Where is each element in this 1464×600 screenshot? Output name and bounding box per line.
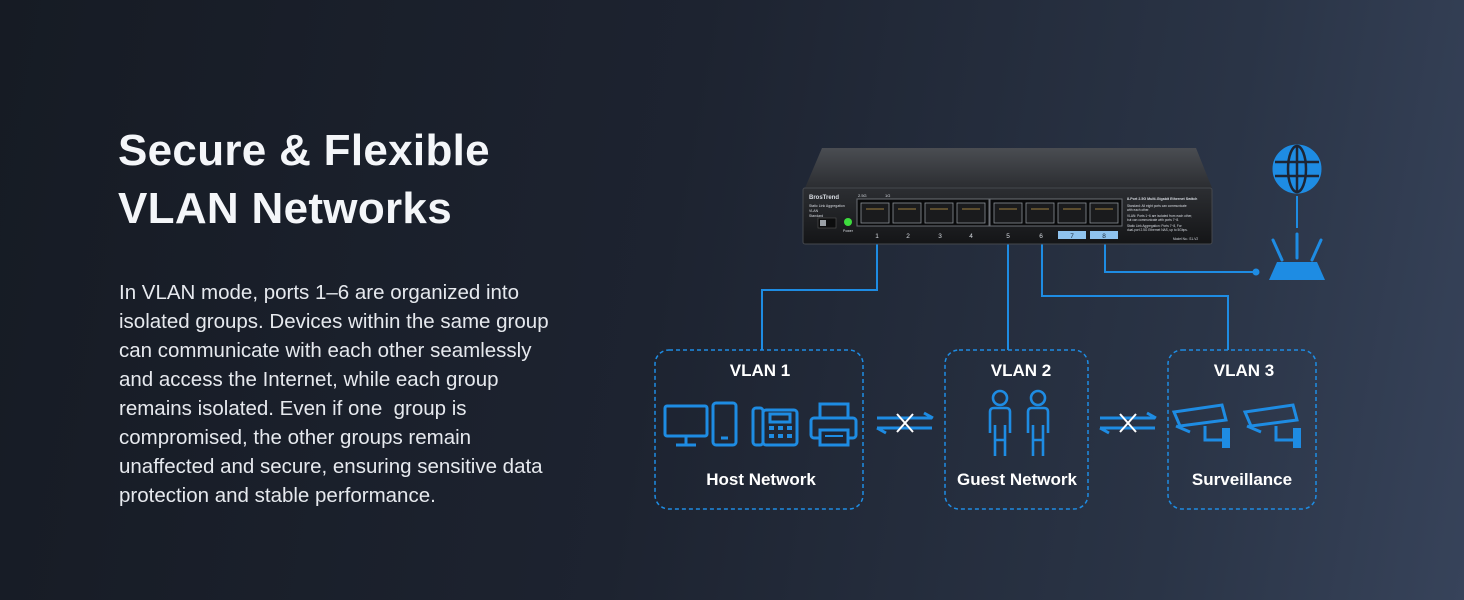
switch-mode-1: Static Link Aggregation — [809, 204, 845, 208]
speed-label-2: 1G — [885, 193, 890, 198]
port-8-highlight — [1090, 231, 1118, 239]
globe-icon — [1272, 144, 1322, 194]
port-number-8: 8 — [1102, 233, 1106, 240]
ethernet-port-1 — [860, 202, 890, 224]
switch-product-title: 8-Port 2.5G Multi-Gigabit Ethernet Switc… — [1127, 197, 1197, 201]
switch-info-5: Static Link Aggregation: Ports 7~8, For — [1127, 224, 1183, 228]
switch-info-2: with each other. — [1127, 208, 1150, 212]
vlan-1-name: Host Network — [706, 470, 816, 489]
router-connection-dot — [1252, 268, 1260, 276]
ethernet-port-5 — [993, 202, 1023, 224]
ethernet-port-7 — [1057, 202, 1087, 224]
port-number-7: 7 — [1070, 233, 1074, 240]
speed-label-1: 2.5G — [858, 193, 867, 198]
switch-brand: BrosTrend — [809, 195, 839, 201]
line-port1-vlan1 — [761, 244, 878, 350]
vlan-2-title: VLAN 2 — [991, 361, 1051, 380]
description-text: In VLAN mode, ports 1–6 are organized in… — [119, 281, 555, 507]
line-port8-router — [1104, 244, 1255, 273]
switch-info-3: VLAN: Ports 1~6 are isolated from each o… — [1127, 214, 1192, 218]
blocked-icon — [876, 411, 934, 435]
port-7-highlight — [1058, 231, 1086, 239]
tablet-icon — [711, 401, 738, 447]
camera-icon — [1242, 403, 1301, 448]
router-icon — [1269, 232, 1325, 280]
port-number-3: 3 — [938, 233, 942, 240]
switch-info-1: Standard: All eight ports can communicat… — [1127, 204, 1187, 208]
vlan-box-1: VLAN 1 Host Network — [654, 349, 864, 510]
heading-line-2: VLAN Networks — [118, 184, 452, 233]
switch-mode-2: VLAN — [809, 209, 819, 213]
power-label: Power — [843, 229, 854, 233]
port-group-right — [989, 198, 1123, 227]
phone-icon — [751, 406, 799, 447]
switch-top — [805, 148, 1212, 188]
vlan-box-2: VLAN 2 Guest Network — [944, 349, 1089, 510]
power-led — [844, 218, 852, 226]
line-port6-vlan3 — [1041, 244, 1229, 350]
port-number-6: 6 — [1039, 233, 1043, 240]
port-number-5: 5 — [1006, 233, 1010, 240]
port-number-1: 1 — [875, 233, 879, 240]
network-switch: BrosTrend Static Link Aggregation VLAN S… — [802, 148, 1213, 245]
switch-info-4: but can communicate with ports 7~8. — [1127, 218, 1179, 222]
page-heading: Secure & Flexible VLAN Networks — [118, 122, 490, 238]
vlan-box-3: VLAN 3 Surveillance — [1167, 349, 1317, 510]
camera-icon — [1171, 403, 1230, 448]
vlan-3-name: Surveillance — [1192, 470, 1292, 489]
printer-icon — [809, 402, 858, 447]
ethernet-port-3 — [924, 202, 954, 224]
ethernet-port-6 — [1025, 202, 1055, 224]
switch-info-6: dual-port 2.5G Ethernet NAS, up to 5Gbps… — [1127, 228, 1188, 232]
ethernet-port-4 — [956, 202, 986, 224]
vlan-3-title: VLAN 3 — [1214, 361, 1274, 380]
switch-model: Model No.: S1-V2 — [1173, 237, 1198, 241]
connection-lines — [761, 196, 1298, 350]
mode-switch-knob — [820, 220, 826, 226]
heading-line-1: Secure & Flexible — [118, 126, 490, 175]
ethernet-port-8 — [1089, 202, 1119, 224]
ethernet-port-2 — [892, 202, 922, 224]
vlan-1-title: VLAN 1 — [730, 361, 790, 380]
person-icon — [988, 389, 1012, 456]
monitor-icon — [663, 404, 709, 447]
vlan-2-name: Guest Network — [957, 470, 1078, 489]
port-group-left — [856, 198, 990, 227]
port-number-2: 2 — [906, 233, 910, 240]
mode-switch — [817, 217, 837, 229]
switch-mode-3: Standard — [809, 214, 823, 218]
person-icon — [1026, 389, 1050, 456]
blocked-icon — [1099, 411, 1157, 435]
port-number-4: 4 — [969, 233, 973, 240]
